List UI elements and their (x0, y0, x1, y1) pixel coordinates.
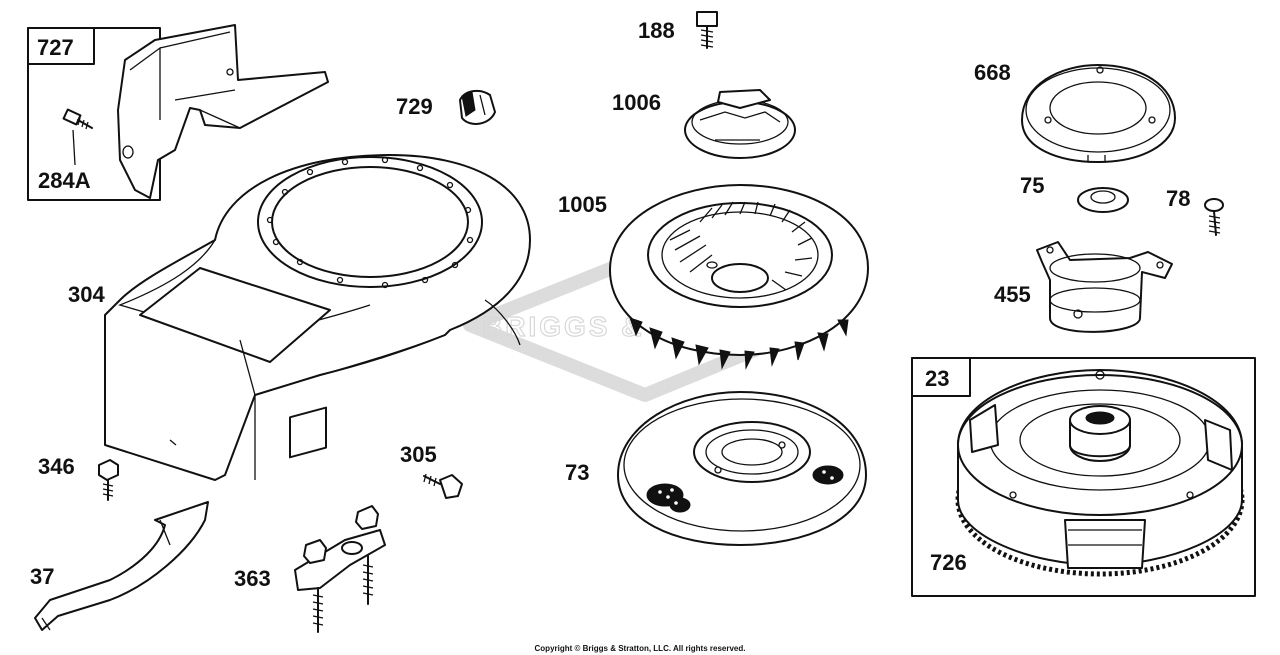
cover-668: 668 (974, 60, 1176, 163)
callout-729: 729 (396, 94, 433, 119)
callout-304: 304 (68, 282, 105, 307)
screw-284A (62, 108, 93, 130)
callout-284A: 284A (38, 168, 91, 193)
screen-73: 73 (565, 391, 867, 546)
baffle-37: 37 (30, 501, 209, 631)
bolt-346: 346 (38, 454, 119, 501)
callout-73: 73 (565, 460, 589, 485)
bolt-305: 305 (400, 442, 463, 499)
grommet-729: 729 (396, 89, 496, 125)
screen-1006: 1006 (612, 89, 796, 159)
callout-363: 363 (234, 566, 271, 591)
callout-188: 188 (638, 18, 675, 43)
callout-726: 726 (930, 550, 967, 575)
cup-455: 455 (994, 241, 1173, 333)
copyright-notice: Copyright © Briggs & Stratton, LLC. All … (535, 644, 746, 653)
blower-housing-304: 304 (68, 154, 531, 481)
callout-346: 346 (38, 454, 75, 479)
callout-37: 37 (30, 564, 54, 589)
part-23-group: 23 (911, 357, 1256, 597)
callout-23: 23 (925, 366, 949, 391)
callout-75: 75 (1020, 173, 1044, 198)
washer-75: 75 (1020, 173, 1129, 213)
screw-78: 78 (1166, 186, 1224, 236)
callout-1006: 1006 (612, 90, 661, 115)
fan-1005: 1005 (558, 184, 869, 370)
callout-455: 455 (994, 282, 1031, 307)
bolt-188: 188 (638, 11, 718, 49)
callout-727: 727 (37, 35, 74, 60)
callout-1005: 1005 (558, 192, 607, 217)
callout-668: 668 (974, 60, 1011, 85)
flywheel-726: 726 (930, 369, 1245, 577)
bracket-363: 363 (234, 505, 386, 633)
callout-78: 78 (1166, 186, 1190, 211)
callout-305: 305 (400, 442, 437, 467)
part-727-group: 727 284A (27, 24, 329, 201)
